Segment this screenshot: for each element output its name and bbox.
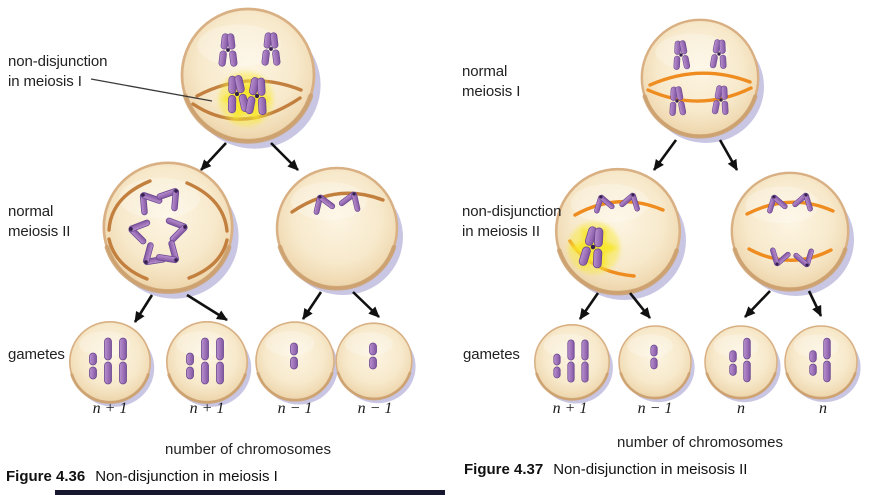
label-nondisjunction-meiosis1: non-disjunction in meiosis I xyxy=(8,52,108,92)
spindle-fiber xyxy=(573,199,665,217)
spindle-fiber xyxy=(107,237,149,281)
label-gametes-left: gametes xyxy=(8,346,65,363)
spindle-fiber xyxy=(290,191,385,214)
label-line: meiosis II xyxy=(8,223,71,240)
label-nondisjunction-meiosis2: non-disjunction in meiosis II xyxy=(462,202,562,242)
division-arrow xyxy=(352,291,380,318)
caption-figure-4-36: Figure 4.36 Non-disjunction in meiosis I xyxy=(6,468,278,485)
division-arrow xyxy=(301,291,323,320)
gamete-cell-7 xyxy=(703,324,782,404)
page-edge-bar xyxy=(55,490,445,495)
cell-right-top xyxy=(642,20,764,143)
cell-body xyxy=(732,173,854,296)
division-arrow xyxy=(133,294,154,323)
panel-meiosis2-nondisjunction xyxy=(533,20,862,405)
spindle-fiber xyxy=(185,181,229,233)
division-arrow xyxy=(718,139,739,171)
spindle-fiber xyxy=(747,247,833,262)
caption-text: Non-disjunction in meiosis I xyxy=(95,468,278,485)
spindle-fiber xyxy=(745,200,835,216)
cell-left-middle-left xyxy=(104,163,239,299)
gamete-count-label: n − 1 xyxy=(637,400,673,417)
label-gametes-right: gametes xyxy=(463,346,520,363)
label-normal-meiosis1: normal meiosis I xyxy=(462,62,520,102)
division-arrow xyxy=(270,142,299,171)
division-arrow xyxy=(807,290,823,317)
gamete-count-label: n + 1 xyxy=(189,400,225,417)
label-line: in meiosis I xyxy=(8,73,82,90)
cell-body xyxy=(703,324,782,404)
caption-number: Figure 4.36 xyxy=(6,468,86,485)
cell-body xyxy=(165,320,253,409)
gamete-count-label: n − 1 xyxy=(277,400,313,417)
spindle-fiber xyxy=(648,71,752,87)
gamete-cell-4 xyxy=(334,321,417,405)
gamete-cell-8 xyxy=(783,324,862,404)
label-line: normal xyxy=(8,203,54,220)
gamete-count-label: n + 1 xyxy=(92,400,128,417)
label-leader-line xyxy=(90,78,213,102)
caption-text: Non-disjunction in meisosis II xyxy=(553,461,748,478)
axis-label-left: number of chromosomes xyxy=(165,441,331,458)
gamete-count-label: n xyxy=(737,400,745,417)
caption-number: Figure 4.37 xyxy=(464,461,544,478)
cell-right-middle-right xyxy=(732,173,854,296)
division-arrow xyxy=(628,292,652,319)
spindle-fiber xyxy=(646,86,753,103)
panel-meiosis1-nondisjunction xyxy=(68,9,417,409)
gamete-cell-6 xyxy=(617,324,696,404)
label-line: non-disjunction xyxy=(462,203,562,220)
gamete-cell-1 xyxy=(68,320,156,409)
division-arrow xyxy=(186,293,228,322)
gamete-count-label: n − 1 xyxy=(357,400,393,417)
cell-left-top xyxy=(182,9,321,149)
label-line: meiosis I xyxy=(462,83,521,100)
spindle-fiber xyxy=(107,179,152,232)
division-arrow xyxy=(578,292,600,320)
gamete-count-label: n xyxy=(819,400,827,417)
division-arrow xyxy=(200,142,227,171)
gamete-cell-2 xyxy=(165,320,253,409)
cell-left-middle-right xyxy=(277,168,403,295)
cell-body xyxy=(277,168,403,295)
cell-body xyxy=(104,163,239,299)
cell-body xyxy=(68,320,156,409)
division-arrow xyxy=(652,139,678,171)
label-line: in meiosis II xyxy=(462,223,540,240)
cell-right-middle-left xyxy=(556,169,686,300)
spindle-fiber xyxy=(187,238,229,280)
gamete-count-label: n + 1 xyxy=(552,400,588,417)
axis-label-right: number of chromosomes xyxy=(617,434,783,451)
gamete-cell-5 xyxy=(533,323,615,405)
division-arrow xyxy=(744,290,771,318)
label-normal-meiosis2: normal meiosis II xyxy=(8,202,70,242)
gamete-cell-3 xyxy=(254,320,340,407)
caption-figure-4-37: Figure 4.37 Non-disjunction in meisosis I… xyxy=(464,461,747,478)
cell-body xyxy=(783,324,862,404)
label-line: normal xyxy=(462,63,508,80)
label-line: non-disjunction xyxy=(8,53,108,70)
